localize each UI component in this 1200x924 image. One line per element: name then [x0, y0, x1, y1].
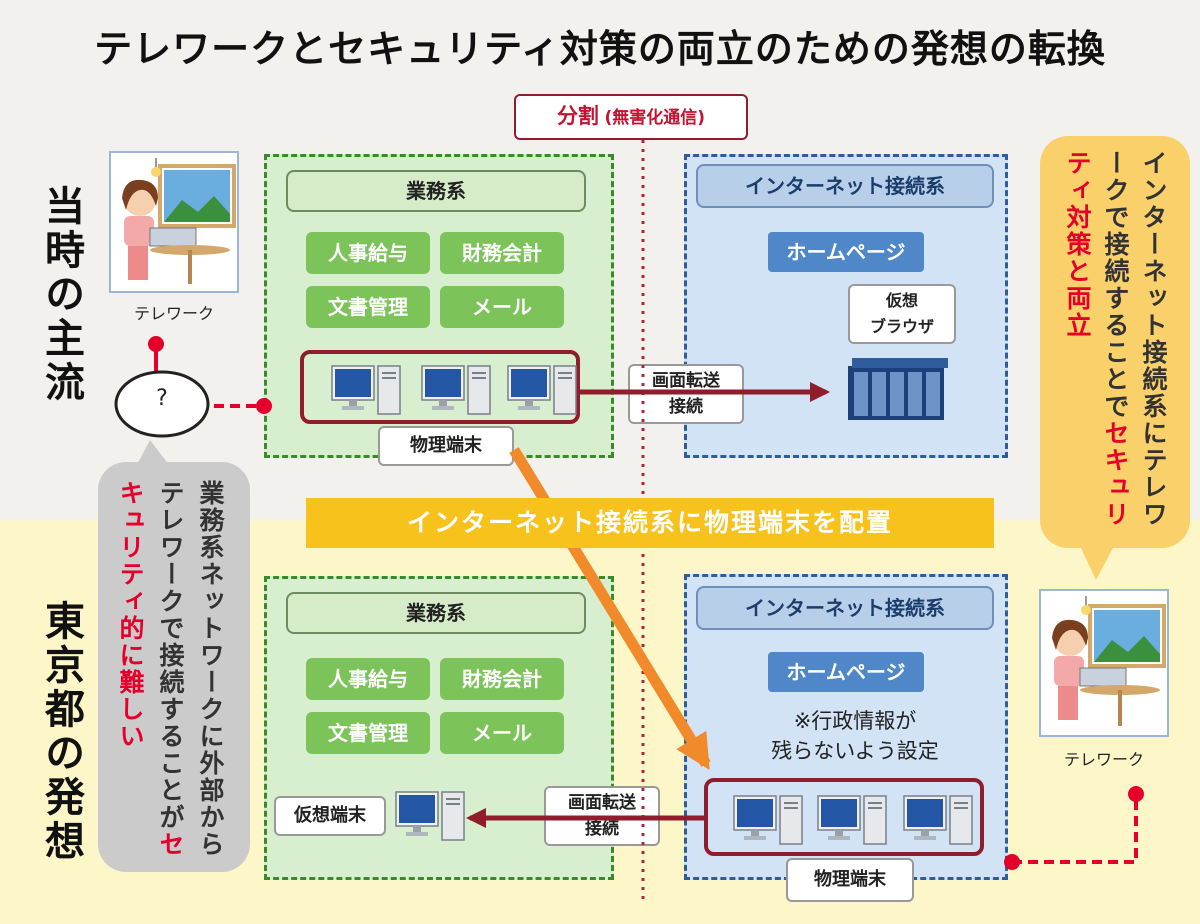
pc-icon — [507, 365, 577, 415]
callout-right-tail — [1080, 546, 1114, 580]
connection-dot — [148, 336, 164, 352]
connection-dot — [256, 398, 272, 414]
app-mail-top: メール — [440, 286, 564, 328]
screen-transfer-line2-bottom: 接続 — [585, 819, 619, 839]
callout-right-text-2: セキュリティ対策と両立 — [1063, 150, 1130, 528]
app-mail-bottom: メール — [440, 712, 564, 754]
physical-terminal-label-top: 物理端末 — [378, 426, 514, 466]
connection-dot — [1128, 786, 1144, 802]
question-bubble — [114, 370, 210, 438]
admin-note-line2: 残らないよう設定 — [771, 739, 939, 763]
business-header-top: 業務系 — [286, 170, 586, 212]
divider-sublabel: (無害化通信) — [604, 108, 706, 128]
app-document-bottom: 文書管理 — [306, 712, 430, 754]
virtual-terminal-label: 仮想端末 — [274, 796, 386, 836]
app-hr-payroll-bottom: 人事給与 — [306, 658, 430, 700]
screen-transfer-line1-top: 画面転送 — [652, 371, 720, 391]
telework-label-top: テレワーク — [133, 304, 214, 323]
telework-label-bottom: テレワーク — [1063, 750, 1144, 769]
pc-icon — [903, 795, 973, 845]
homepage-bottom: ホームページ — [768, 652, 924, 692]
telework-illustration-bottom — [1039, 589, 1169, 737]
connection-dot — [1004, 854, 1020, 870]
admin-note-line1: ※行政情報が — [793, 709, 917, 733]
row-label-top: 当時の主流 — [38, 185, 84, 405]
app-finance-top: 財務会計 — [440, 232, 564, 274]
virtual-browser-line2: ブラウザ — [869, 317, 934, 336]
relocation-banner: インターネット接続系に物理端末を配置 — [306, 498, 994, 548]
screen-transfer-line2-top: 接続 — [669, 397, 703, 417]
business-header-bottom: 業務系 — [286, 592, 586, 634]
callout-right-text-1: インターネット接続系にテレワークで接続することで — [1101, 150, 1168, 528]
virtual-browser-label: 仮想 ブラウザ — [848, 284, 956, 344]
app-document-top: 文書管理 — [306, 286, 430, 328]
divider-label-box: 分割 (無害化通信) — [514, 94, 748, 140]
physical-terminal-label-bottom: 物理端末 — [786, 858, 914, 902]
callout-left-text-1: 業務系ネットワークに外部からテレワークで接続することが — [156, 480, 225, 858]
page-title: テレワークとセキュリティ対策の両立のための発想の転換 — [94, 27, 1106, 71]
server-rack-icon — [848, 358, 948, 420]
telework-illustration-top — [109, 151, 239, 293]
virtual-browser-line1: 仮想 — [885, 291, 918, 310]
callout-left: 業務系ネットワークに外部からテレワークで接続することがセキュリティ的に難しい — [98, 462, 250, 872]
divider-label: 分割 — [556, 104, 599, 128]
admin-note: ※行政情報が 残らないよう設定 — [730, 706, 980, 766]
pc-icon — [817, 795, 887, 845]
question-mark: ? — [156, 386, 168, 411]
pc-icon — [421, 365, 491, 415]
row-label-bottom: 東京都の発想 — [38, 600, 84, 864]
pc-icon — [331, 365, 401, 415]
pc-icon — [733, 795, 803, 845]
homepage-top: ホームページ — [768, 232, 924, 272]
physical-terminal-group-top — [300, 350, 580, 424]
internet-header-bottom: インターネット接続系 — [696, 586, 994, 630]
callout-left-text-2: セキュリティ的に難しい — [116, 480, 185, 858]
app-finance-bottom: 財務会計 — [440, 658, 564, 700]
callout-right: インターネット接続系にテレワークで接続することでセキュリティ対策と両立 — [1040, 136, 1190, 548]
app-hr-payroll-top: 人事給与 — [306, 232, 430, 274]
screen-transfer-line1-bottom: 画面転送 — [568, 793, 636, 813]
internet-header-top: インターネット接続系 — [696, 164, 994, 208]
telework-connection-line — [1012, 794, 1138, 864]
virtual-terminal-pc-icon — [395, 791, 465, 841]
